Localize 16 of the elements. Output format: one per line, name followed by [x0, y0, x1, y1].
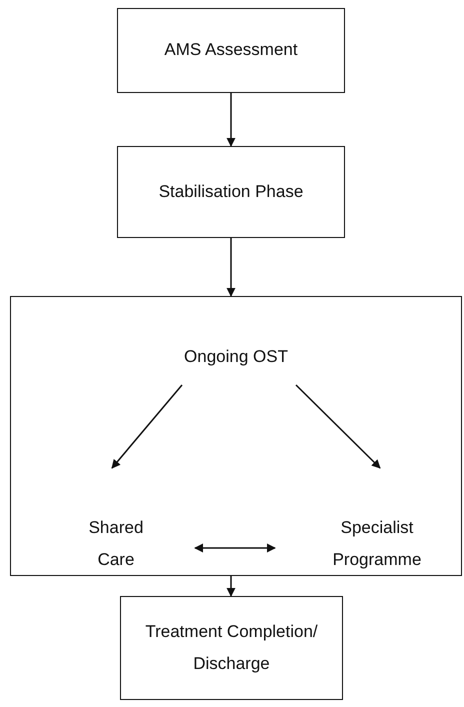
node-text: Ongoing OST [184, 346, 288, 368]
arrow [111, 384, 183, 469]
node-text: Specialist Programme [332, 516, 422, 571]
container-box [10, 296, 462, 576]
process-box [117, 8, 345, 93]
node-text: AMS Assessment [164, 39, 298, 62]
arrow [226, 93, 236, 147]
node-text: Shared Care [88, 516, 144, 571]
process-box [117, 146, 345, 238]
arrow [226, 576, 236, 597]
arrow [226, 238, 236, 297]
node-text: Treatment Completion/ Discharge [144, 620, 319, 675]
node-text: Stabilisation Phase [158, 180, 304, 203]
arrow [295, 384, 381, 469]
process-box [120, 596, 343, 700]
arrow [194, 544, 276, 552]
